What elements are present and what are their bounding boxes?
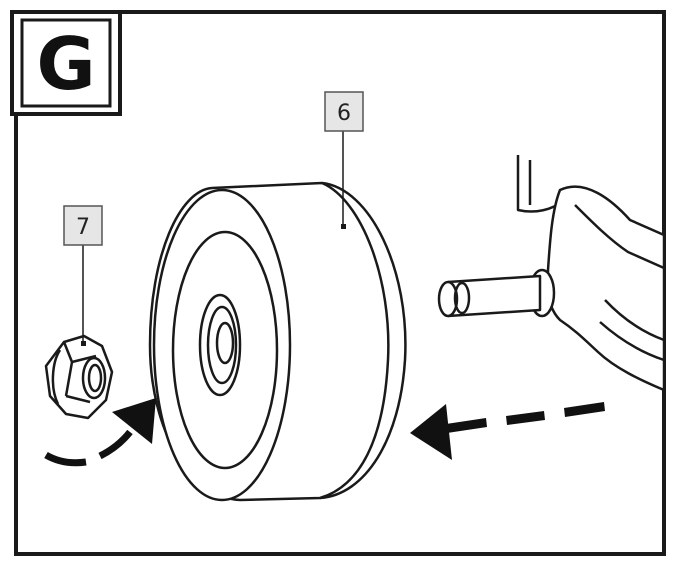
axle-bracket <box>437 155 666 392</box>
wheel-rim-inner <box>206 305 238 385</box>
rotation-dash <box>44 451 87 467</box>
fork-arm-contour <box>574 204 665 270</box>
rotation-arrowhead <box>112 398 156 444</box>
nut-thread-hole-inner <box>87 363 103 393</box>
step-tab-inner <box>20 18 112 108</box>
nut-flange <box>51 349 62 405</box>
callout-6-label: 6 <box>337 101 351 126</box>
callout-7: 7 <box>63 205 103 346</box>
callout-6: 6 <box>324 91 364 229</box>
callout-7-box <box>63 205 103 246</box>
step-tab: G <box>10 10 122 116</box>
rotation-dash <box>98 429 133 460</box>
axle-tip-ring <box>453 281 471 315</box>
fork-arm-contour-2 <box>604 299 665 342</box>
fork-arm-contour-3 <box>599 321 665 362</box>
wheel-bearing <box>215 321 235 365</box>
slide-direction-arrow <box>410 402 605 460</box>
wheel-sidewall-inner <box>171 230 279 470</box>
callout-6-box <box>324 91 364 132</box>
callout-7-label: 7 <box>76 215 90 240</box>
axle-tip <box>437 280 459 318</box>
nut-facet-3 <box>65 394 91 404</box>
callout-7-dot <box>81 341 86 346</box>
wheel-tread-back-edge <box>319 181 390 500</box>
slide-dash <box>446 418 487 433</box>
callout-6-dot <box>341 224 346 229</box>
fork-arm <box>546 185 666 392</box>
slide-dash <box>564 402 605 417</box>
lock-nut <box>44 334 114 420</box>
step-letter: G <box>36 22 95 106</box>
slide-dash <box>506 411 545 425</box>
slide-arrowhead <box>410 404 452 460</box>
rotation-arrow <box>44 398 156 467</box>
wheel <box>148 181 407 502</box>
axle-shaft <box>447 274 542 318</box>
step-tab-outer <box>10 10 122 116</box>
